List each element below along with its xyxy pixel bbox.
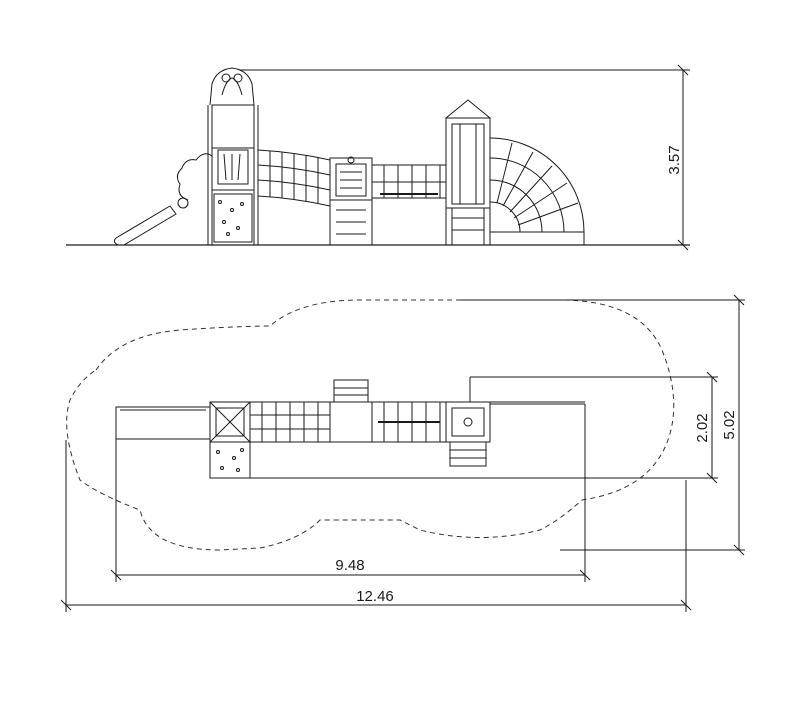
center-platform-plan xyxy=(329,379,373,443)
slide-elevation xyxy=(113,153,213,246)
inner-length-dimension-label: 9.48 xyxy=(335,557,364,574)
net-bridge-right-plan xyxy=(371,401,447,443)
outer-length-dimension-label: 12.46 xyxy=(356,588,394,605)
tower-right-plan xyxy=(445,401,585,467)
tower-left-elevation xyxy=(207,67,259,246)
inner-depth-dimension-label: 2.02 xyxy=(694,413,711,442)
height-dimension-lines xyxy=(240,64,690,251)
net-bridge-left-plan xyxy=(249,401,331,443)
net-bridge-right-elevation xyxy=(372,164,446,199)
tower-left-plan xyxy=(209,401,251,479)
tower-right-elevation xyxy=(445,99,491,246)
height-dimension-label: 3.57 xyxy=(666,145,683,174)
center-platform-elevation xyxy=(329,156,373,246)
spiral-net-elevation xyxy=(489,137,585,245)
slide-plan xyxy=(115,406,211,440)
elevation-view xyxy=(66,64,690,251)
net-bridge-left-elevation xyxy=(257,149,331,245)
plan-view xyxy=(60,294,745,612)
outer-depth-dimension-label: 5.02 xyxy=(721,410,738,439)
safety-zone-outline xyxy=(66,299,675,551)
